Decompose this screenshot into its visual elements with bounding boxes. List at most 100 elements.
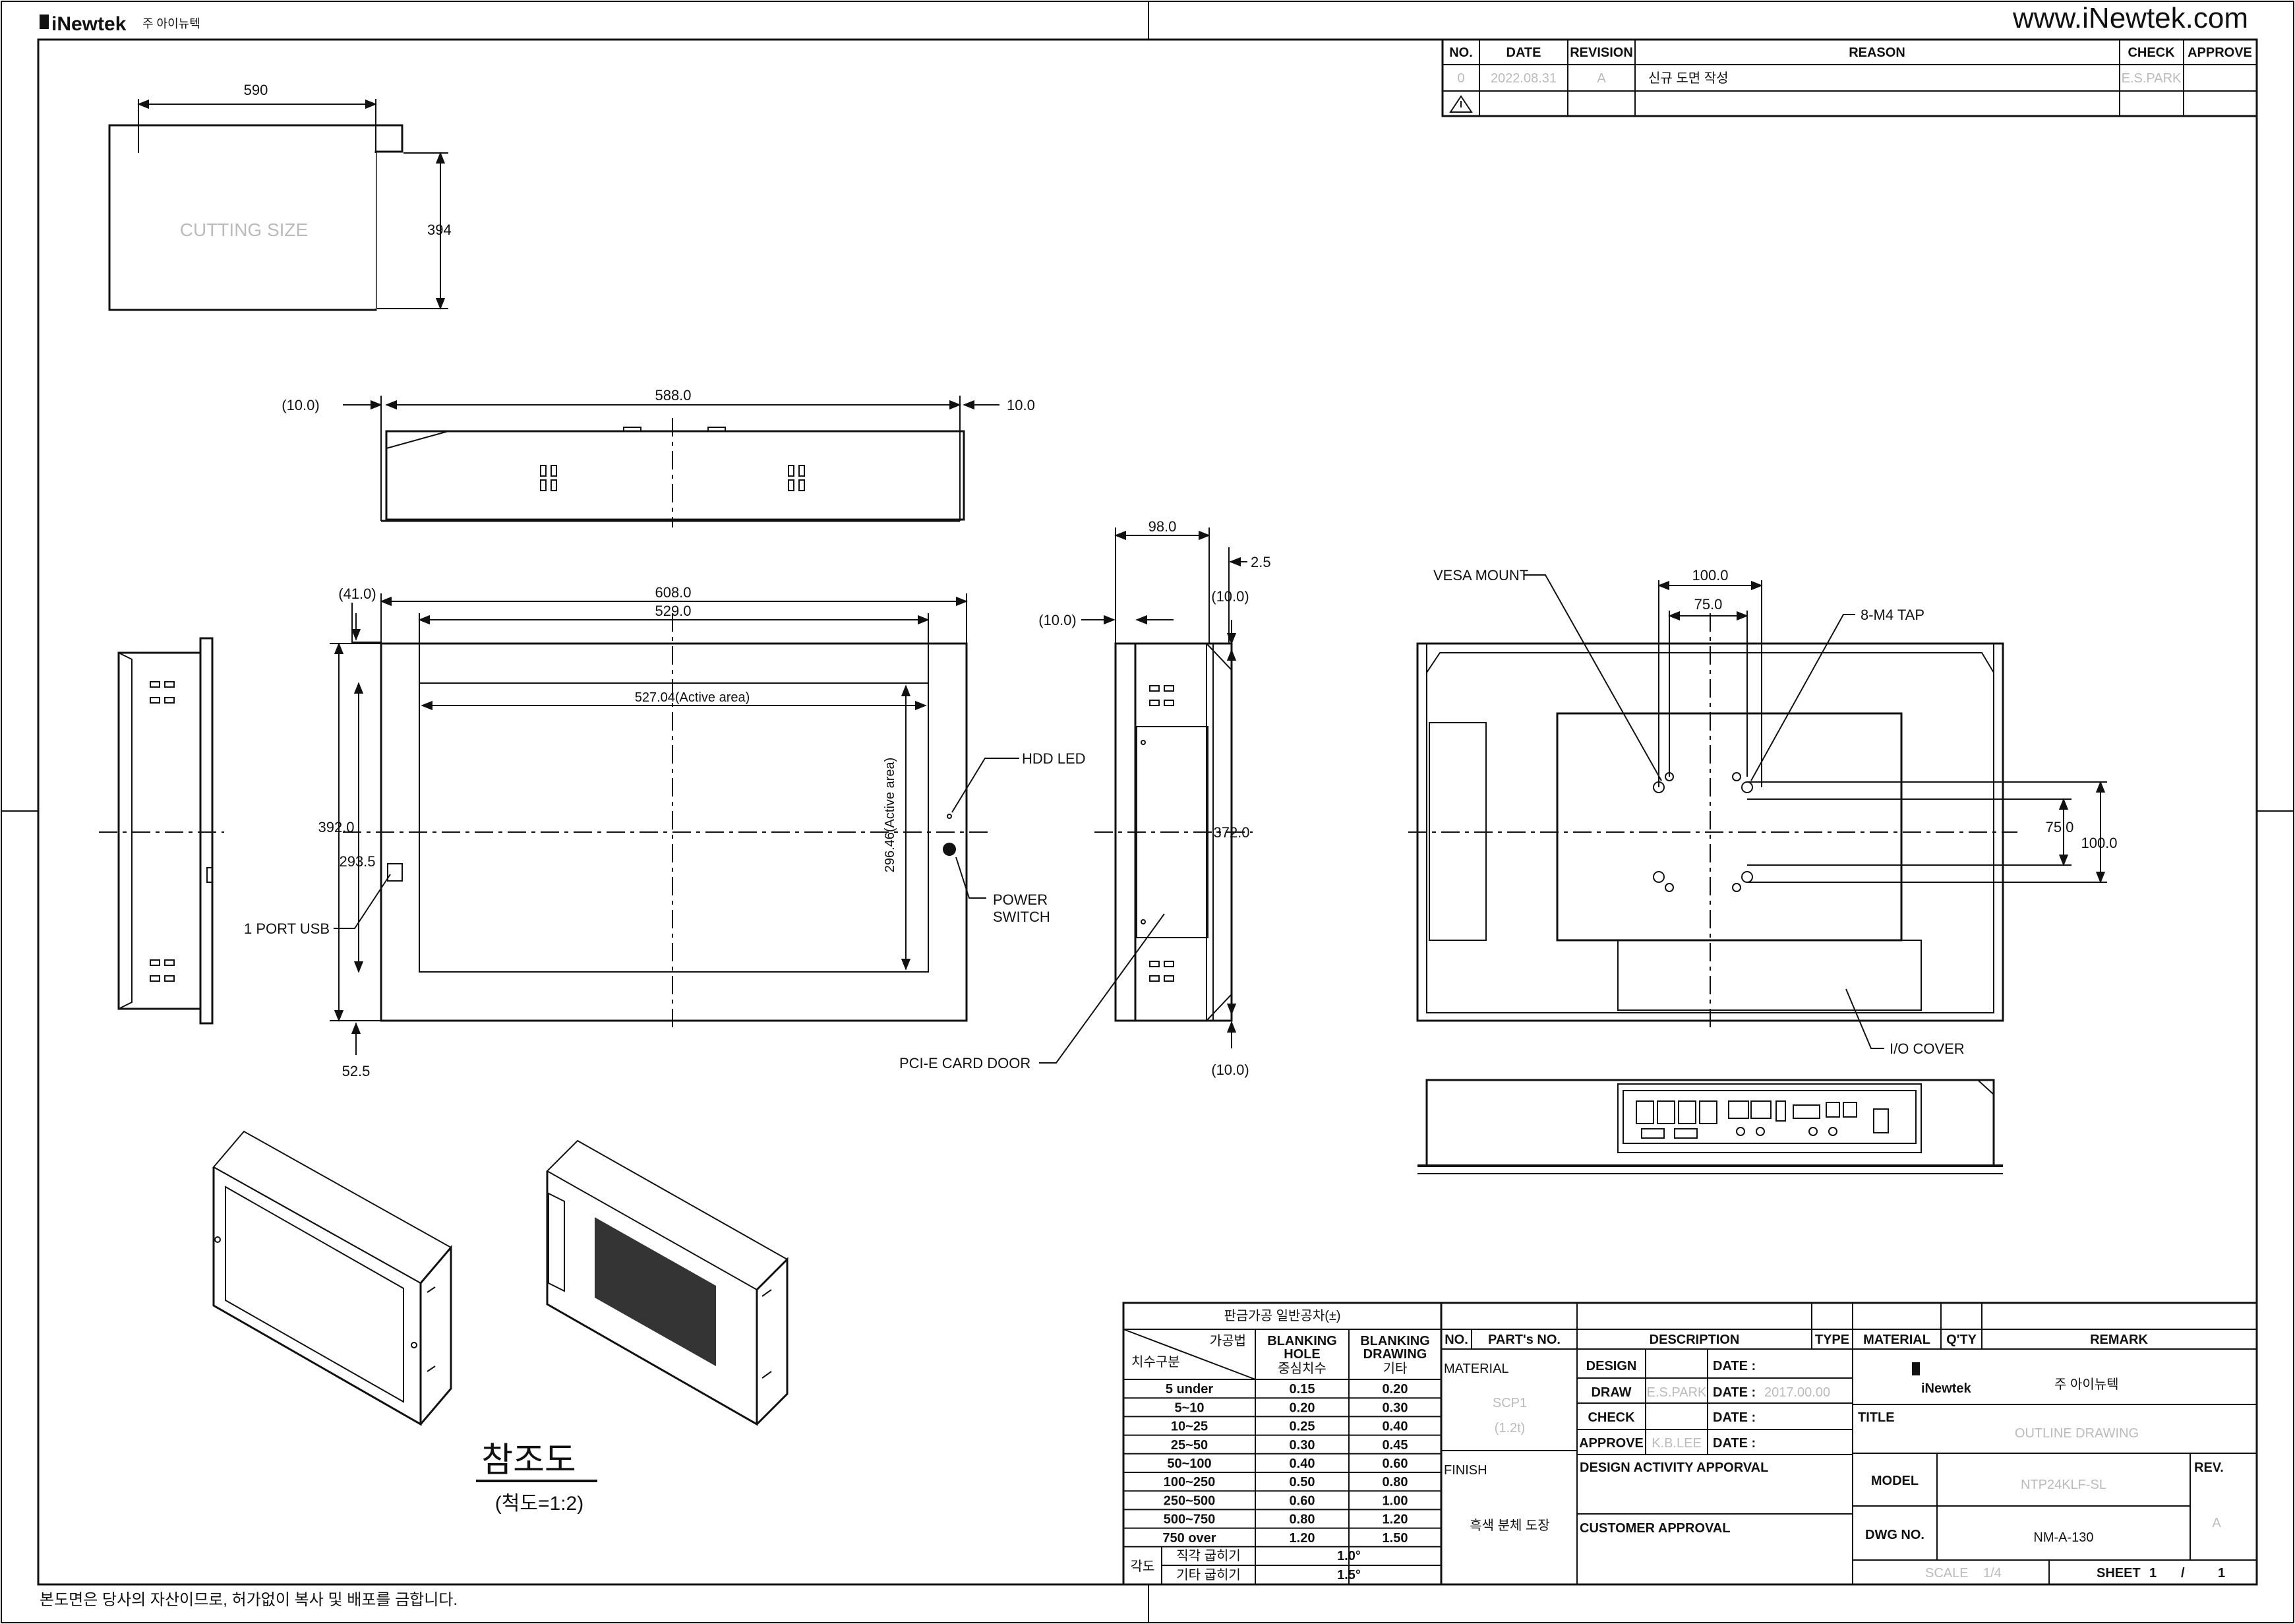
tolerance-corner-bottom: 치수구분: [1131, 1354, 1180, 1369]
front-height-2-dim: 293.5: [339, 853, 375, 870]
tolerance-draw-value: 0.30: [1383, 1400, 1408, 1415]
draw-name: E.S.PARK: [1647, 1385, 1707, 1400]
tolerance-range: 10~25: [1171, 1420, 1208, 1434]
tolerance-draw-value: 1.00: [1383, 1493, 1408, 1508]
rev-header-check: CHECK: [2128, 45, 2175, 60]
rear-vesa-height-75-dim: 75.0: [2046, 819, 2074, 835]
parts-header-material: MATERIAL: [1863, 1333, 1930, 1347]
tolerance-col2-l3: 기타: [1383, 1361, 1408, 1376]
rev-row-date: 2022.08.31: [1491, 71, 1557, 86]
customer-approval: CUSTOMER APPROVAL: [1580, 1521, 1731, 1536]
tolerance-angle-label: 각도: [1131, 1559, 1155, 1574]
design-activity-approval: DESIGN ACTIVITY APPORVAL: [1580, 1460, 1768, 1475]
tolerance-range: 100~250: [1164, 1475, 1215, 1489]
front-overall-width-dim: 608.0: [655, 584, 691, 601]
tolerance-hole-value: 0.20: [1290, 1400, 1315, 1415]
io-ports-row: [1636, 1100, 1889, 1139]
parts-header-no: NO.: [1445, 1333, 1468, 1347]
company-name-kr: 주 아이뉴텍: [142, 17, 200, 30]
approve-label: APPROVE: [1579, 1436, 1644, 1451]
front-active-width-dim: 527.04(Active area): [635, 690, 750, 705]
approve-name: K.B.LEE: [1652, 1436, 1702, 1451]
parts-header-qty: Q'TY: [1946, 1333, 1977, 1347]
top-left-dim: (10.0): [282, 397, 319, 413]
draw-label: DRAW: [1591, 1385, 1631, 1400]
finish-value: 흑색 분체 도장: [1470, 1518, 1550, 1533]
title-value: OUTLINE DRAWING: [2015, 1426, 2139, 1441]
tolerance-col1-l1: BLANKING: [1267, 1334, 1337, 1348]
tolerance-title: 판금가공 일반공차(±): [1224, 1308, 1340, 1323]
reference-scale: (척도=1:2): [495, 1493, 583, 1515]
rev-row-no: 0: [1457, 71, 1464, 86]
rev-header-date: DATE: [1506, 45, 1541, 60]
tolerance-draw-value: 0.60: [1383, 1457, 1408, 1471]
check-label: CHECK: [1588, 1410, 1635, 1425]
model-label: MODEL: [1871, 1474, 1919, 1488]
warning-triangle-icon: [1449, 95, 1473, 113]
rev-row-reason: 신규 도면 작성: [1648, 71, 1729, 86]
power-callout: POWER: [993, 891, 1048, 908]
tolerance-angle-1-label: 직각 굽히기: [1176, 1548, 1241, 1563]
cutting-height-dim: 394: [427, 222, 452, 238]
title-block-company-kr: 주 아이뉴텍: [2054, 1377, 2119, 1392]
front-inner-width-dim: 529.0: [655, 603, 691, 619]
rev-row-revision: A: [1597, 71, 1606, 86]
bottom-io-view: [1417, 1079, 2003, 1174]
draw-date-label: DATE :: [1713, 1385, 1756, 1400]
tolerance-hole-value: 0.80: [1290, 1513, 1315, 1527]
usb-port-callout: 1 PORT USB: [244, 920, 330, 937]
isometric-rear-figure: [546, 1139, 789, 1426]
tolerance-range: 5 under: [1166, 1382, 1213, 1397]
title-label: TITLE: [1858, 1410, 1895, 1425]
tolerance-angle-2-value: 1.5°: [1337, 1568, 1361, 1582]
cutting-size-label: CUTTING SIZE: [180, 220, 308, 240]
top-view: 588.0 (10.0) 10.0: [282, 387, 1035, 527]
title-block-logo: iNewtek 주 아이뉴텍: [1912, 1362, 2119, 1396]
tolerance-table: 판금가공 일반공차(±) 가공법 치수구분 BLANKING HOLE 중심치수…: [1122, 1302, 1443, 1586]
dwg-no-value: NM-A-130: [2033, 1530, 2093, 1545]
tolerance-corner-top: 가공법: [1210, 1333, 1246, 1348]
sheet-total: 1: [2218, 1566, 2225, 1580]
header-logo: iNewtek 주 아이뉴텍: [40, 13, 200, 35]
tolerance-angle-1-value: 1.0°: [1337, 1549, 1361, 1563]
rev-header-reason: REASON: [1849, 45, 1905, 60]
rear-vesa-width-100-dim: 100.0: [1692, 567, 1728, 584]
parts-header-partno: PART's NO.: [1488, 1333, 1561, 1347]
draw-date: 2017.00.00: [1764, 1385, 1830, 1400]
front-view: 608.0 529.0 527.04(Active area) 296.46(A…: [244, 584, 1165, 1079]
top-width-dim: 588.0: [655, 387, 691, 404]
logo-text: iNewtek: [51, 13, 127, 35]
tolerance-hole-value: 1.20: [1290, 1531, 1315, 1546]
sheet-separator: /: [2181, 1566, 2185, 1580]
approve-date-label: DATE :: [1713, 1436, 1756, 1451]
switch-callout: SWITCH: [993, 909, 1050, 925]
design-date-label: DATE :: [1713, 1359, 1756, 1373]
tolerance-range: 500~750: [1164, 1513, 1215, 1527]
left-side-view: [99, 637, 224, 1025]
tolerance-range: 750 over: [1162, 1531, 1216, 1546]
scale-label: SCALE: [1925, 1566, 1969, 1580]
scale-value: 1/4: [1983, 1566, 2002, 1580]
tolerance-angle-2-label: 기타 굽히기: [1176, 1567, 1241, 1582]
tolerance-draw-value: 1.20: [1383, 1513, 1408, 1527]
finish-label: FINISH: [1444, 1463, 1487, 1478]
tolerance-draw-value: 0.80: [1383, 1475, 1408, 1489]
tolerance-range: 5~10: [1174, 1400, 1204, 1415]
tolerance-range: 50~100: [1167, 1457, 1211, 1471]
front-bottom-offset-dim: 52.5: [342, 1063, 371, 1079]
vesa-mount-callout: VESA MOUNT: [1433, 567, 1528, 584]
parts-header-description: DESCRIPTION: [1650, 1333, 1740, 1347]
side-bottom-dim: (10.0): [1211, 1062, 1249, 1078]
design-label: DESIGN: [1586, 1359, 1637, 1373]
dwg-no-label: DWG NO.: [1865, 1528, 1924, 1542]
top-right-dim: 10.0: [1007, 397, 1035, 413]
cutting-width-dim: 590: [244, 82, 268, 98]
io-cover-callout: I/O COVER: [1890, 1040, 1965, 1057]
rev-header-revision: REVISION: [1570, 45, 1633, 60]
rev-header-approve: APPROVE: [2188, 45, 2252, 60]
tolerance-hole-value: 0.25: [1290, 1420, 1315, 1434]
title-block-logo-text: iNewtek: [1921, 1381, 1971, 1396]
tolerance-range: 25~50: [1171, 1438, 1208, 1453]
rear-vesa-height-100-dim: 100.0: [2081, 835, 2117, 851]
tolerance-draw-value: 0.20: [1383, 1382, 1408, 1397]
